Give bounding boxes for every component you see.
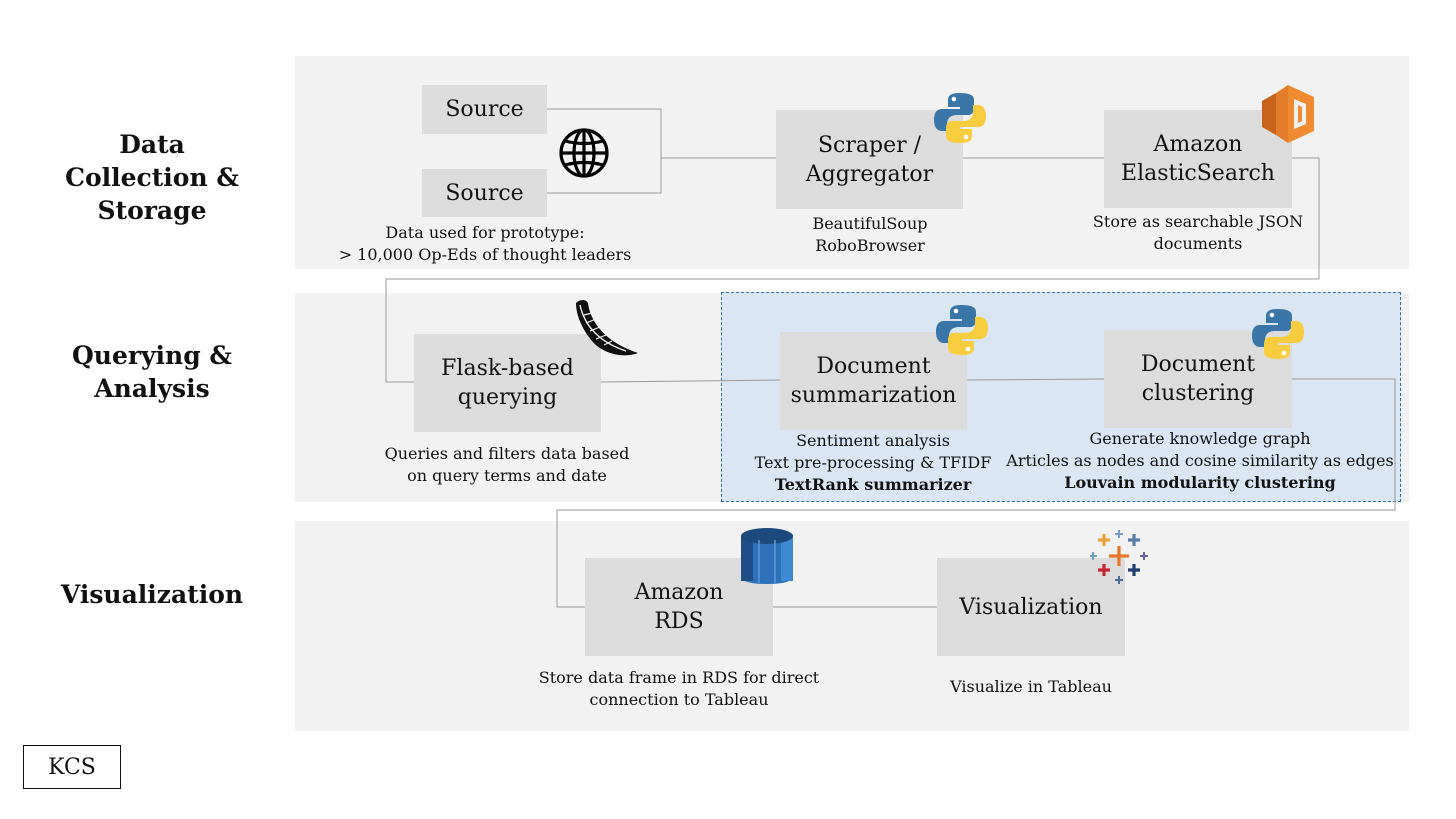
band-visualization: [295, 521, 1409, 731]
node-source-1: Source: [422, 85, 547, 134]
caption-scraper: BeautifulSoup RoboBrowser: [770, 213, 970, 257]
connector-summarization-to-clustering: [966, 378, 1105, 381]
globe-icon: [559, 128, 609, 178]
kcs-label: KCS: [48, 754, 96, 780]
caption-visualization: Visualize in Tableau: [921, 676, 1141, 698]
caption-visualization-line-1: Visualize in Tableau: [950, 677, 1112, 696]
caption-rds-line-2: connection to Tableau: [589, 690, 769, 709]
section-label-querying: Querying &Analysis: [72, 341, 232, 403]
aws-elasticsearch-icon: [1262, 85, 1314, 143]
caption-flask: Queries and filters data based on query …: [366, 443, 648, 487]
node-source-2: Source: [422, 169, 547, 217]
caption-flask-line-2: on query terms and date: [407, 466, 607, 485]
caption-elasticsearch-line-1: Store as searchable JSON: [1092, 212, 1304, 231]
node-source-1-label: Source: [445, 97, 524, 122]
caption-summarization-line-1: Sentiment analysis: [796, 431, 950, 450]
caption-flask-line-1: Queries and filters data based: [384, 444, 630, 463]
connector-flask-to-summarization: [600, 379, 781, 383]
caption-elasticsearch: Store as searchable JSON documents: [1078, 211, 1318, 255]
node-scraper: Scraper /Aggregator: [776, 110, 963, 209]
caption-clustering-bold: Louvain modularity clustering: [1064, 473, 1336, 492]
node-visualization-label: Visualization: [959, 594, 1103, 620]
caption-summarization-line-2: Text pre-processing & TFIDF: [754, 453, 992, 472]
kcs-footer-box: KCS: [23, 745, 121, 789]
caption-clustering-line-2: Articles as nodes and cosine similarity …: [1006, 451, 1394, 470]
caption-clustering: Generate knowledge graph Articles as nod…: [1005, 428, 1395, 494]
connector-elastic-to-flask: [385, 157, 1320, 383]
connector-clustering-to-rds: [556, 378, 1396, 608]
caption-summarization-bold: TextRank summarizer: [774, 475, 972, 494]
connector-sources-to-scraper: [547, 108, 662, 194]
tableau-icon: [1090, 530, 1148, 584]
caption-rds: Store data frame in RDS for direct conne…: [524, 667, 834, 711]
python-icon: [934, 93, 986, 143]
aws-rds-icon: [741, 528, 793, 584]
section-label-visualization: Visualization: [60, 580, 244, 609]
node-source-2-label: Source: [445, 180, 524, 206]
caption-rds-line-1: Store data frame in RDS for direct: [538, 668, 820, 687]
caption-summarization: Sentiment analysis Text pre-processing &…: [733, 430, 1013, 496]
caption-elasticsearch-line-2: documents: [1153, 234, 1243, 253]
caption-scraper-line-1: BeautifulSoup: [812, 214, 928, 233]
python-icon: [936, 305, 988, 355]
python-icon: [1252, 309, 1304, 359]
node-visualization: Visualization: [937, 558, 1125, 656]
caption-clustering-line-1: Generate knowledge graph: [1089, 429, 1311, 448]
flask-horn-icon: [576, 300, 638, 356]
caption-source-line-2: > 10,000 Op-Eds of thought leaders: [338, 245, 632, 264]
node-scraper-label: Scraper /Aggregator: [805, 132, 934, 187]
caption-scraper-line-2: RoboBrowser: [815, 236, 925, 255]
caption-source-line-1: Data used for prototype:: [385, 223, 585, 242]
caption-source: Data used for prototype: > 10,000 Op-Eds…: [320, 222, 650, 266]
